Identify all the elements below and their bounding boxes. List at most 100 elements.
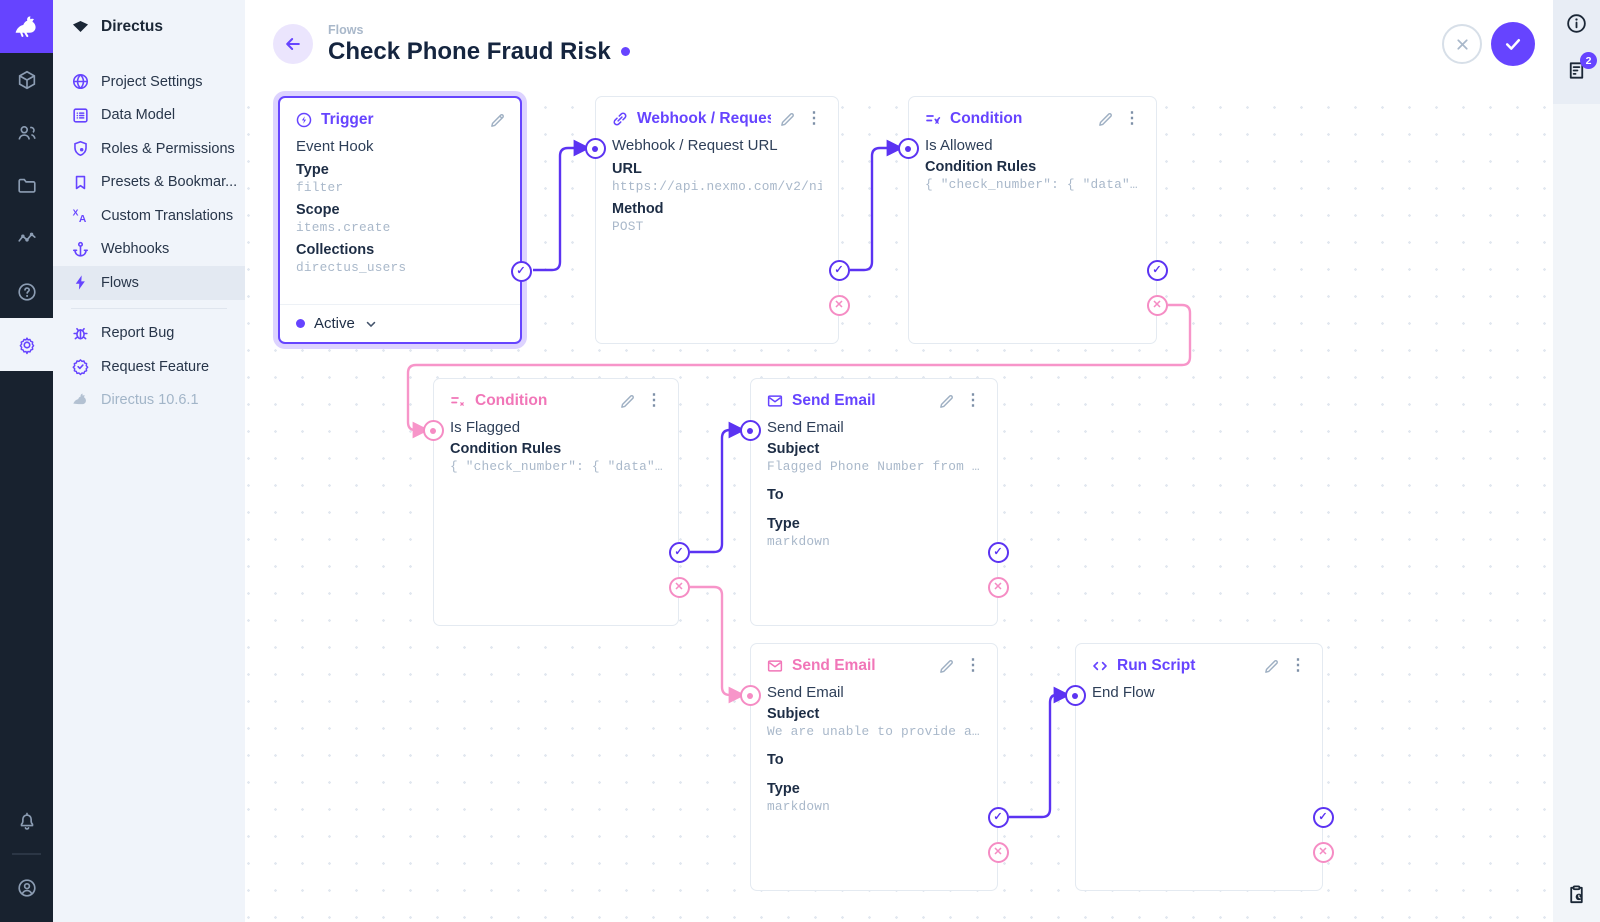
reject-connector[interactable]: ✕ <box>1312 842 1334 863</box>
rule-icon <box>451 397 464 406</box>
panel-condition-allowed[interactable]: Condition ⋮ Is Allowed Condition Rules {… <box>897 96 1168 344</box>
users-icon <box>17 125 36 140</box>
activity-icon <box>17 232 36 242</box>
input-dot <box>747 427 753 434</box>
resolve-connector[interactable]: ✓ <box>1312 807 1334 828</box>
reject-connector[interactable]: ✕ <box>987 842 1009 863</box>
resolve-connector[interactable]: ✓ <box>987 542 1009 563</box>
module-account[interactable] <box>0 861 53 914</box>
resolve-connector[interactable]: ✓ <box>510 261 532 282</box>
panel-menu-button[interactable]: ⋮ <box>965 392 981 409</box>
notes-sidebar-button[interactable]: 2 <box>1565 52 1597 82</box>
module-users[interactable] <box>0 106 53 159</box>
bell-icon <box>20 812 33 830</box>
reject-connector[interactable]: ✕ <box>1146 295 1168 316</box>
panel-condition-flagged[interactable]: Condition ⋮ Is Flagged Condition Rules {… <box>422 378 690 626</box>
panel-title: Webhook / Request U <box>637 110 771 127</box>
panel-menu-button[interactable]: ⋮ <box>1124 110 1140 127</box>
sidebar-item-report-bug[interactable]: Report Bug <box>53 317 245 351</box>
resolve-connector[interactable]: ✓ <box>668 542 690 563</box>
activity-log-button[interactable] <box>1565 883 1588 906</box>
panel-send-email-flagged[interactable]: Send Email ⋮ Send Email Subject Flagged … <box>739 378 1009 626</box>
sidebar-item-webhooks[interactable]: Webhooks <box>53 233 245 267</box>
sidebar-item-flows[interactable]: Flows <box>53 266 245 300</box>
sidebar-item-roles-permissions[interactable]: Roles & Permissions <box>53 132 245 166</box>
check-icon: ✓ <box>1152 264 1162 276</box>
panel-menu-button[interactable]: ⋮ <box>1290 657 1306 674</box>
panel-webhook[interactable]: Webhook / Request U ⋮ Webhook / Request … <box>584 96 850 344</box>
input-connector[interactable] <box>422 420 444 441</box>
reject-connector[interactable]: ✕ <box>828 295 850 316</box>
sidebar-version: Directus 10.6.1 <box>53 384 245 418</box>
module-insights[interactable] <box>0 212 53 265</box>
panel-menu-button[interactable]: ⋮ <box>806 110 822 127</box>
project-title-row[interactable]: Directus <box>53 0 245 53</box>
input-dot <box>747 692 753 699</box>
input-connector[interactable] <box>1064 685 1086 706</box>
field-value: { "check_number": { "data"… <box>925 177 1138 192</box>
sidebar-item-label: Roles & Permissions <box>101 140 235 157</box>
edit-panel-button[interactable] <box>938 393 955 410</box>
module-settings[interactable] <box>0 318 53 371</box>
panel-title: Run Script <box>1117 657 1196 674</box>
resolve-connector[interactable]: ✓ <box>987 807 1009 828</box>
edit-panel-button[interactable] <box>1097 111 1114 128</box>
breadcrumb[interactable]: Flows <box>328 22 364 37</box>
status-dot <box>296 319 305 328</box>
arrow-left-icon <box>286 38 300 50</box>
sidebar-item-project-settings[interactable]: Project Settings <box>53 65 245 99</box>
chevron-down-icon <box>366 321 376 327</box>
sidebar-item-label: Custom Translations <box>101 207 234 224</box>
sidebar-item-presets-bookmarks[interactable]: Presets & Bookmar... <box>53 166 245 200</box>
wire-webhook-to-condition <box>850 139 904 272</box>
input-connector[interactable] <box>897 138 919 159</box>
module-files[interactable] <box>0 159 53 212</box>
project-diamond-icon <box>72 20 89 33</box>
edit-panel-button[interactable] <box>779 111 796 128</box>
info-sidebar-button[interactable] <box>1565 12 1588 35</box>
field-value: filter <box>296 180 344 195</box>
input-dot <box>592 145 598 152</box>
gear-icon <box>19 336 34 354</box>
sidebar-item-request-feature[interactable]: Request Feature <box>53 350 245 384</box>
edit-panel-button[interactable] <box>938 658 955 675</box>
edit-panel-button[interactable] <box>619 393 636 410</box>
info-icon <box>1567 14 1586 33</box>
folder-icon <box>17 178 36 193</box>
reject-connector[interactable]: ✕ <box>668 577 690 598</box>
panel-trigger[interactable]: Trigger Event Hook Type filter Scope ite… <box>278 96 532 344</box>
trigger-status-toggle[interactable]: Active <box>280 304 520 342</box>
field-label: To <box>767 752 784 768</box>
pencil-icon <box>1265 659 1278 673</box>
field-value: { "check_number": { "data"… <box>450 459 662 474</box>
back-button[interactable] <box>273 24 313 64</box>
module-content[interactable] <box>0 53 53 106</box>
panel-run-script[interactable]: Run Script ⋮ End Flow ✓ ✕ <box>1064 643 1334 891</box>
sidebar: Directus Project Settings Data Model Rol… <box>53 0 245 922</box>
notes-icon <box>1569 62 1584 79</box>
resolve-connector[interactable]: ✓ <box>1146 260 1168 281</box>
field-label: URL <box>612 161 642 177</box>
input-connector[interactable] <box>584 138 606 159</box>
edit-panel-button[interactable] <box>489 112 506 129</box>
module-notifications[interactable] <box>0 794 53 847</box>
sidebar-item-label: Report Bug <box>101 325 175 342</box>
input-dot <box>905 145 911 152</box>
discard-changes-button[interactable] <box>1442 24 1482 64</box>
input-connector[interactable] <box>739 420 761 441</box>
save-button[interactable] <box>1491 22 1535 66</box>
directus-logo[interactable] <box>0 0 53 53</box>
edit-panel-button[interactable] <box>1263 658 1280 675</box>
input-connector[interactable] <box>739 685 761 706</box>
panel-send-email-unable[interactable]: Send Email ⋮ Send Email Subject We are u… <box>739 643 1009 891</box>
reject-connector[interactable]: ✕ <box>987 577 1009 598</box>
resolve-connector[interactable]: ✓ <box>828 260 850 281</box>
module-help[interactable] <box>0 265 53 318</box>
account-icon <box>17 878 36 897</box>
x-icon: ✕ <box>1318 846 1328 858</box>
sidebar-item-data-model[interactable]: Data Model <box>53 99 245 133</box>
panel-menu-button[interactable]: ⋮ <box>646 392 662 409</box>
panel-name: Webhook / Request URL <box>612 137 778 154</box>
panel-menu-button[interactable]: ⋮ <box>965 657 981 674</box>
